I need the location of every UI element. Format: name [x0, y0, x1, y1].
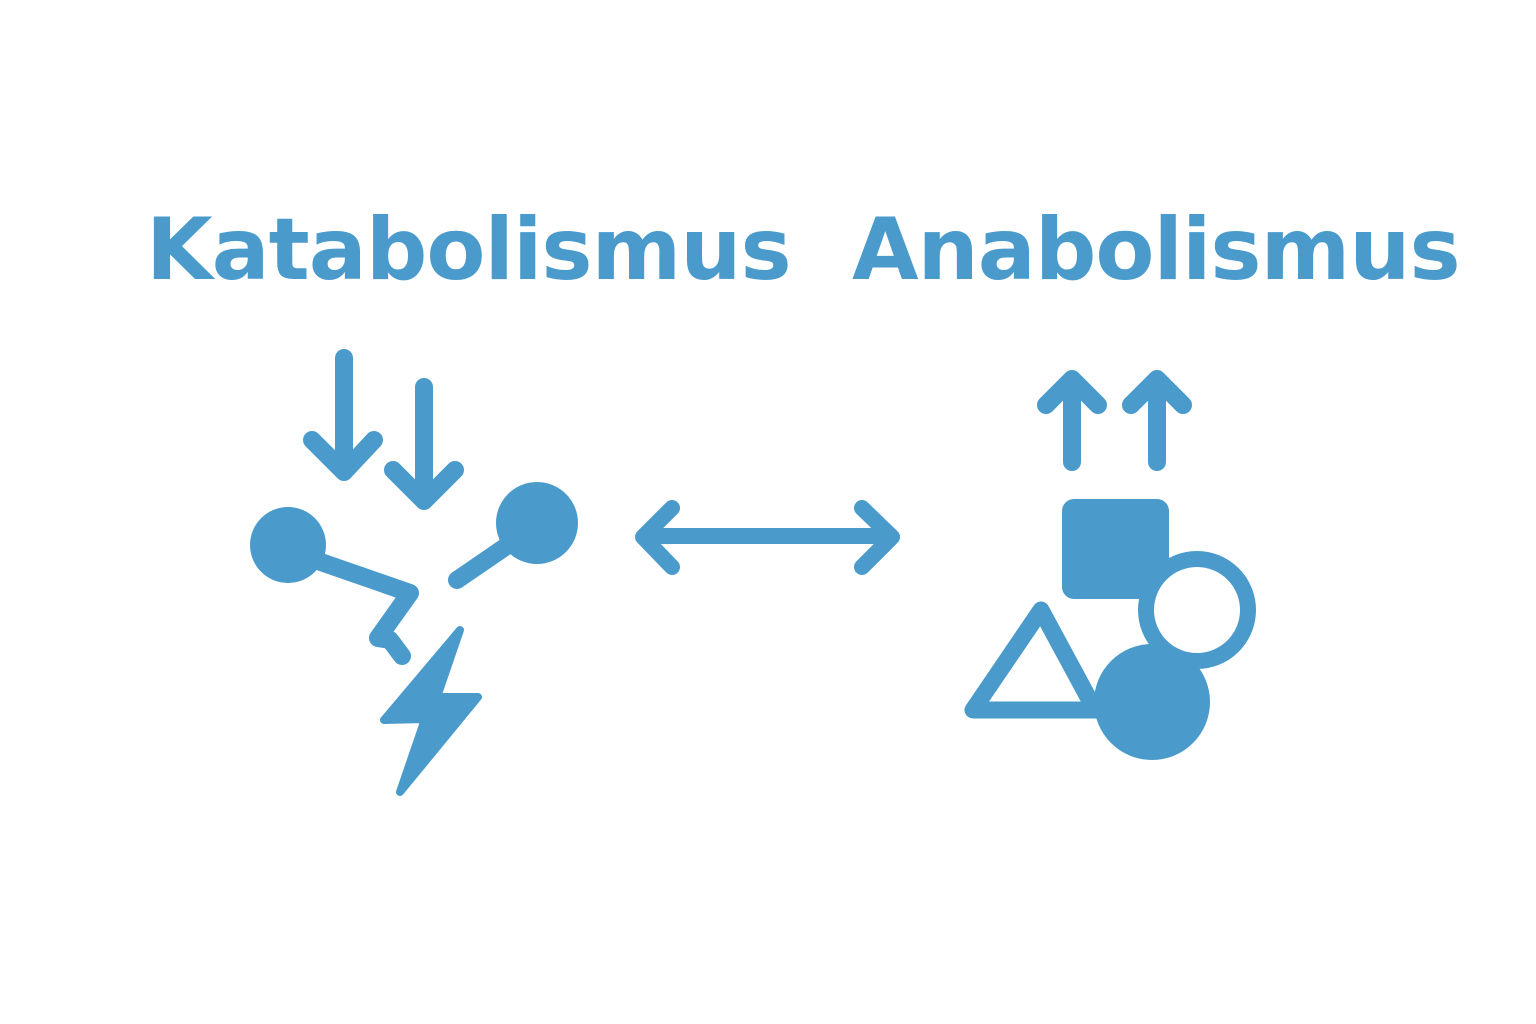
down-arrows-icon	[303, 349, 464, 510]
shapes-assembly-icon	[964, 499, 1256, 760]
lightning-bolt-icon	[380, 626, 482, 796]
bidirectional-arrow-icon	[635, 500, 900, 575]
up-arrows-icon	[1037, 370, 1192, 471]
catabolism-title: Katabolismus	[146, 200, 792, 300]
anabolism-title: Anabolismus	[852, 200, 1461, 300]
molecule-breaking-icon	[250, 482, 578, 665]
